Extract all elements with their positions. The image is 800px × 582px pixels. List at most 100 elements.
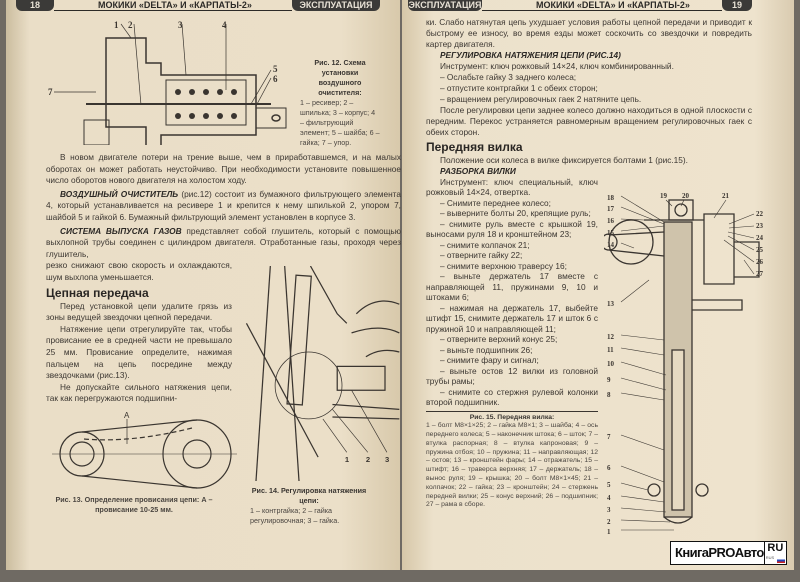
fig15-label: 13 [607,300,615,308]
fig15-label: 11 [607,346,614,354]
fig15-label: 18 [607,194,615,202]
fig15-legend: 1 – болт М8×1×25; 2 – гайка М8×1; 3 – ша… [426,422,598,509]
fig12-label: 3 [178,20,183,30]
fig15-label: 12 [607,333,615,341]
fig15-label: 8 [607,391,611,399]
fig15-label: 24 [756,234,764,242]
subheading-chain-adjust: РЕГУЛИРОВКА НАТЯЖЕНИЯ ЦЕПИ (РИС.14) [440,50,621,60]
page-number: 19 [722,0,752,11]
paragraph: ки. Слабо натянутая цепь ухудшает услови… [426,17,752,49]
paragraph: После регулировки цепи заднее колесо дол… [426,105,752,137]
header-rule [482,10,722,11]
step: Инструмент: ключ специальный, ключ рожко… [426,176,598,198]
fig14-label: 3 [385,455,389,464]
fig15-title: Рис. 15. Передняя вилка: [469,413,555,421]
fig15-label: 23 [756,222,764,230]
fig12-label: 2 [128,20,133,30]
step: – выньте держатель 17 вместе с направляю… [426,271,598,302]
chain-text-cont: ки. Слабо натянутая цепь ухудшает услови… [426,17,752,138]
page-number: 18 [16,0,54,11]
fig15-label: 19 [660,192,668,200]
chain-sag-diagram: А [52,411,237,489]
fig15-label: 4 [607,494,611,502]
term-air-cleaner: ВОЗДУШНЫЙ ОЧИСТИТЕЛЬ [60,188,179,199]
paragraph: Натяжение цепи отрегулируйте так, чтобы … [46,323,232,381]
fig12-legend: 1 – ресивер; 2 – шпилька; 3 – корпус; 4 … [300,98,380,147]
paragraph: Не допускайте сильного натяжения цепи, т… [46,381,232,404]
fig15-label: 3 [607,506,611,514]
running-title: МОКИКИ «DELTA» И «КАРПАТЫ-2» [98,0,252,10]
step: Инструмент: ключ рожковый 14×24, ключ ко… [440,61,674,71]
caption-rule [426,410,598,412]
chain-adjust-illustration: 1 2 3 [245,266,400,481]
fig15-label: 9 [607,376,611,384]
step: – Снимите переднее колесо; [440,197,551,208]
logo-name: КнигаPROАвто [675,545,764,560]
fork-column: РАЗБОРКА ВИЛКИ Инструмент: ключ специаль… [426,166,598,510]
step: – выньте остов 12 вилки из головной труб… [426,365,598,387]
air-cleaner-diagram: 1 2 3 4 5 6 7 [48,20,287,145]
right-text-flow: ки. Слабо натянутая цепь ухудшает услови… [426,17,752,510]
right-page: ЭКСПЛУАТАЦИЯ МОКИКИ «DELTA» И «КАРПАТЫ-2… [402,0,794,570]
fork-intro: Положение оси колеса в вилке фиксируется… [426,155,752,166]
fig15-label: 5 [607,481,611,489]
paragraph: В новом двигателе потери на трение выше,… [46,152,401,186]
left-page: 18 МОКИКИ «DELTA» И «КАРПАТЫ-2» ЭКСПЛУАТ… [6,0,401,570]
fig15-caption: Рис. 15. Передняя вилка: 1 – болт М8×1×2… [426,414,598,511]
header-rule [54,10,292,11]
fig13-caption: Рис. 13. Определение провисания цепи: А … [55,494,213,514]
step: – снимите фару и сигнал; [440,355,539,365]
fig15-label: 6 [607,464,611,472]
section-tab: ЭКСПЛУАТАЦИЯ [292,0,380,11]
section-heading-chain: Цепная передача [46,285,149,300]
step: – выньте подшипник 26; [440,344,533,355]
subheading-fork-disassembly: РАЗБОРКА ВИЛКИ [440,166,516,176]
step: – отпустите контргайки 1 с обеих сторон; [440,83,598,93]
fig15-label: 25 [756,246,764,254]
step: – нажимая на держатель 17, выбейте штифт… [426,302,598,334]
fig15-label: 17 [607,205,615,213]
fig12-label: 7 [48,87,53,97]
fork-steps: РАЗБОРКА ВИЛКИ Инструмент: ключ специаль… [426,166,598,408]
fig15-label: 22 [756,210,764,218]
fig15-label: 15 [607,229,615,237]
logo-domain: RU [767,542,784,554]
fig15-label: 2 [607,518,611,526]
fig14-label: 2 [366,455,370,464]
step: – вращением регулировочных гаек 2 натяни… [440,94,642,104]
step: – снимите со стержня рулевой колонки вто… [426,386,598,408]
fig12-title: Рис. 12. Схема установки воздушного очис… [314,58,366,97]
fig12-caption: Рис. 12. Схема установки воздушного очис… [300,58,380,148]
flag-icon [777,558,785,563]
fig12-label: 5 [273,64,278,74]
narrow-column: резко снижают свою скорость и охлаждаютс… [46,260,237,515]
fig14-label: 1 [345,455,350,464]
logo-domain-box: RU RUS [763,542,786,564]
step: – отверните гайку 22; [440,250,523,260]
section-tab: ЭКСПЛУАТАЦИЯ [408,0,482,11]
fig15-label: 10 [607,360,615,368]
paragraph: Перед установкой цепи удалите грязь из з… [46,300,232,323]
fig12-label: 4 [222,20,227,30]
section-heading-fork: Передняя вилка [426,140,523,154]
fig15-label: 14 [607,241,615,249]
fig13-label-a: А [124,411,130,420]
chain-text: Перед установкой цепи удалите грязь из з… [46,301,232,405]
fig15-label: 1 [607,528,611,535]
step: – Ослабьте гайку 3 заднего колеса; [440,72,577,82]
paragraph: представляет собой глушитель, который с … [46,225,401,259]
fig14-legend: 1 – контргайка; 2 – гайка регулировочная… [250,506,340,525]
fig14-title: Рис. 14. Регулировка натяжения цепи: [251,486,367,505]
step: – снимите колпачок 21; [440,239,530,250]
running-title: МОКИКИ «DELTA» И «КАРПАТЫ-2» [536,0,690,10]
intro-text: В новом двигателе потери на трение выше,… [46,152,401,260]
paragraph: (рис.12) состоит из бумажного фильтрующе… [46,188,401,222]
exhaust-text-cont: резко снижают свою скорость и охлаждаютс… [46,260,232,283]
paragraph: резко снижают свою скорость и охлаждаютс… [46,260,232,282]
step: – снимите верхнюю траверсу 16; [440,260,567,271]
term-exhaust: СИСТЕМА ВЫПУСКА ГАЗОВ [60,225,182,236]
fig14-caption: Рис. 14. Регулировка натяжения цепи: 1 –… [250,486,368,526]
fig15-label: 16 [607,217,615,225]
fig15-label: 7 [607,433,611,441]
